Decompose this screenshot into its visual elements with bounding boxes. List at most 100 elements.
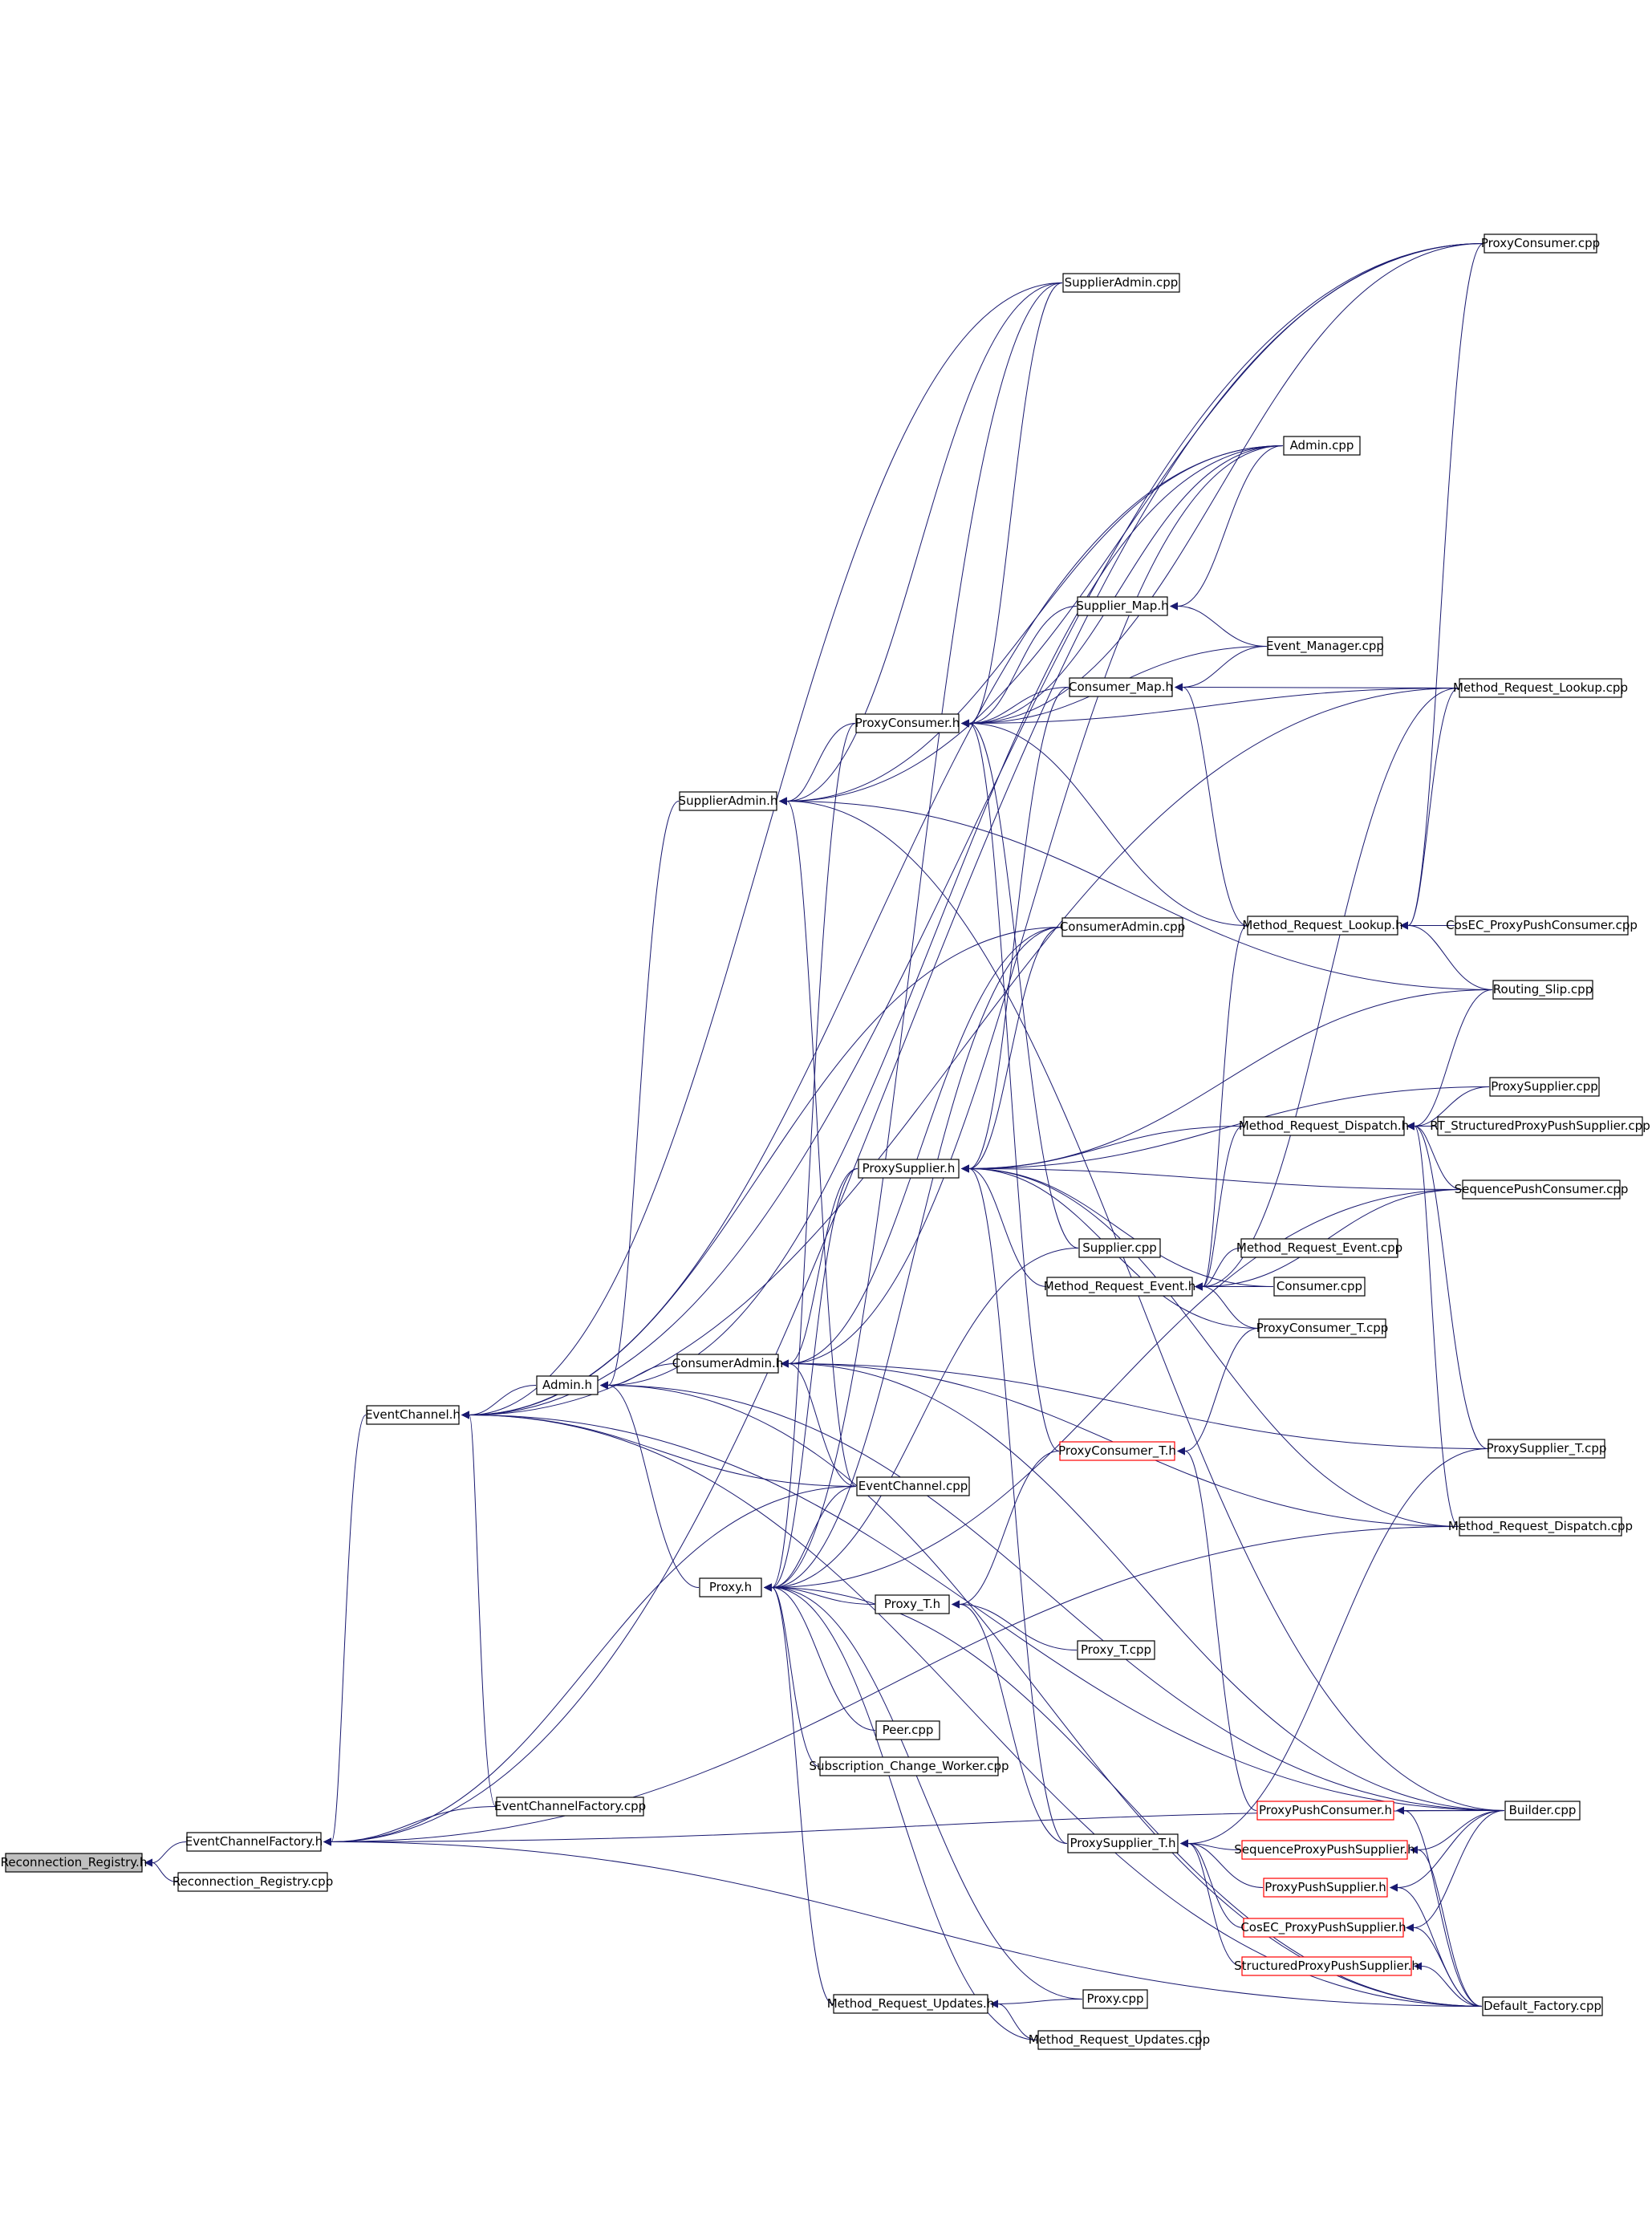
node-peer-cpp[interactable]: Peer.cpp [875,1720,940,1740]
node-method-request-updates-cpp[interactable]: Method_Request_Updates.cpp [1029,2030,1210,2050]
node-label: ProxySupplier_T.h [1070,1836,1175,1851]
node-proxyconsumer-cpp[interactable]: ProxyConsumer.cpp [1481,233,1600,254]
file-nodes: Reconnection_Registry.h EventChannelFacto… [1,233,1650,2050]
node-consumer-map-h[interactable]: Consumer_Map.h [1069,677,1173,697]
node-box [1241,1956,1412,1976]
edge-admin_cpp-includes-supplieradmin_h [779,445,1284,806]
node-event-manager-cpp[interactable]: Event_Manager.cpp [1266,636,1384,656]
node-admin-cpp[interactable]: Admin.cpp [1283,436,1361,456]
edge-method_request_dispatch_cpp-includes-method_request_dispatch_h [1406,1122,1459,1527]
node-rt-structuredproxypushsupplier-cpp[interactable]: RT_StructuredProxyPushSupplier.cpp [1430,1116,1650,1136]
node-consumeradmin-h[interactable]: ConsumerAdmin.h [672,1354,784,1374]
node-sequencepushconsumer-cpp[interactable]: SequencePushConsumer.cpp [1455,1179,1629,1200]
node-proxysupplier-cpp[interactable]: ProxySupplier.cpp [1489,1077,1600,1097]
node-eventchannel-h[interactable]: EventChannel.h [365,1405,461,1425]
node-label: Method_Request_Event.h [1044,1279,1195,1294]
node-label: ProxyConsumer.cpp [1481,236,1600,250]
edge-sequencepushconsumer_cpp-includes-method_request_event_h [1195,1189,1463,1291]
edge-method_request_lookup_h-includes-method_request_event_h [1195,925,1248,1291]
node-label: Admin.h [542,1378,592,1392]
edge-consumer_map_h-includes-proxyconsumer_h [961,687,1070,728]
node-label: Method_Request_Updates.h [827,1996,995,2012]
node-label: ProxyPushSupplier.h [1264,1880,1386,1894]
node-consumeradmin-cpp[interactable]: ConsumerAdmin.cpp [1060,917,1185,937]
node-method-request-lookup-h[interactable]: Method_Request_Lookup.h [1242,916,1403,936]
node-reconnection-registry-h[interactable]: Reconnection_Registry.h [1,1853,148,1873]
node-proxy-t-h[interactable]: Proxy_T.h [875,1594,950,1614]
node-box [1455,916,1629,936]
node-proxy-t-cpp[interactable]: Proxy_T.cpp [1077,1640,1155,1660]
node-label: Default_Factory.cpp [1484,1999,1601,2014]
node-consumer-cpp[interactable]: Consumer.cpp [1273,1277,1366,1297]
edge-eventchannelfactory_cpp-includes-eventchannelfactory_h [323,1806,497,1846]
node-eventchannelfactory-cpp[interactable]: EventChannelFactory.cpp [494,1797,646,1817]
node-proxyconsumer-t-h[interactable]: ProxyConsumer_T.h [1058,1441,1176,1461]
edge-method_request_dispatch_cpp-includes-proxysupplier_h [961,1164,1459,1527]
edge-eventchannelfactory_cpp-includes-eventchannel_h [461,1411,497,1807]
node-label: ConsumerAdmin.h [672,1356,784,1370]
edge-proxysupplier_h-includes-proxy_h [764,1168,858,1592]
node-proxysupplier-h[interactable]: ProxySupplier.h [858,1159,960,1179]
node-label: Builder.cpp [1509,1803,1577,1817]
node-proxyconsumer-h[interactable]: ProxyConsumer.h [855,713,960,733]
node-supplier-map-h[interactable]: Supplier_Map.h [1076,596,1169,616]
node-method-request-dispatch-h[interactable]: Method_Request_Dispatch.h [1239,1116,1409,1136]
node-box [1046,1277,1193,1297]
edge-proxysupplier_cpp-includes-proxysupplier_h [961,1086,1490,1173]
node-method-request-updates-h[interactable]: Method_Request_Updates.h [827,1994,995,2014]
node-label: CosEC_ProxyPushSupplier.h [1240,1920,1406,1935]
edge-proxyconsumer_t_h-includes-proxy_t_h [952,1451,1060,1609]
node-proxysupplier-t-cpp[interactable]: ProxySupplier_T.cpp [1487,1439,1607,1459]
node-builder-cpp[interactable]: Builder.cpp [1504,1801,1581,1821]
node-reconnection-registry-cpp[interactable]: Reconnection_Registry.cpp [173,1872,333,1892]
node-proxy-cpp[interactable]: Proxy.cpp [1082,1989,1148,2009]
edge-consumeradmin_cpp-includes-proxy_h [764,927,1062,1592]
node-box [536,1375,599,1395]
node-routing-slip-cpp[interactable]: Routing_Slip.cpp [1492,980,1593,1000]
node-supplieradmin-h[interactable]: SupplierAdmin.h [679,791,778,811]
node-box [177,1872,328,1892]
edge-method_request_updates_h-includes-proxy_h [764,1583,834,2004]
node-label: Method_Request_Dispatch.cpp [1448,1519,1633,1534]
node-box [1459,678,1622,698]
node-subscription-change-worker-cpp[interactable]: Subscription_Change_Worker.cpp [809,1756,1009,1776]
node-proxy-h[interactable]: Proxy.h [699,1577,762,1598]
node-default-factory-cpp[interactable]: Default_Factory.cpp [1482,1996,1603,2016]
node-label: EventChannel.cpp [858,1479,968,1493]
node-box [1247,916,1398,936]
node-box [1241,1840,1408,1860]
node-label: SupplierAdmin.h [679,794,778,808]
edge-structuredproxypushsupplier_h-includes-proxysupplier_t_h [1180,1839,1242,1967]
edge-admin_cpp-includes-proxyconsumer_h [961,445,1284,728]
edge-supplier_map_h-includes-proxyconsumer_h [961,606,1078,728]
node-sequenceproxypushsupplier-h[interactable]: SequenceProxyPushSupplier.h [1234,1840,1415,1860]
dependency-edges [144,243,1505,2040]
node-proxysupplier-t-h[interactable]: ProxySupplier_T.h [1067,1833,1179,1853]
node-box [1078,1238,1161,1258]
node-method-request-lookup-cpp[interactable]: Method_Request_Lookup.cpp [1453,678,1628,698]
node-box [1243,1116,1405,1136]
node-supplieradmin-cpp[interactable]: SupplierAdmin.cpp [1062,273,1180,293]
edge-reconnection_registry_cpp-includes-reconnection_registry_h [144,1858,178,1882]
node-box [1082,1989,1148,2009]
edge-method_request_lookup_cpp-includes-method_request_event_h [1195,688,1459,1291]
node-proxypushsupplier-h[interactable]: ProxyPushSupplier.h [1263,1878,1388,1898]
node-box [1492,980,1593,1000]
node-supplier-cpp[interactable]: Supplier.cpp [1078,1238,1161,1258]
edge-default_factory_cpp-includes-eventchannel_h [461,1411,1483,2007]
node-proxyconsumer-t-cpp[interactable]: ProxyConsumer_T.cpp [1256,1318,1389,1338]
edge-method_request_lookup_cpp-includes-proxyconsumer_h [961,688,1459,728]
node-method-request-dispatch-cpp[interactable]: Method_Request_Dispatch.cpp [1448,1516,1633,1537]
node-admin-h[interactable]: Admin.h [536,1375,599,1395]
node-eventchannelfactory-h[interactable]: EventChannelFactory.h [185,1832,323,1852]
node-proxypushconsumer-h[interactable]: ProxyPushConsumer.h [1256,1801,1394,1821]
node-method-request-event-h[interactable]: Method_Request_Event.h [1044,1277,1195,1297]
node-structuredproxypushsupplier-h[interactable]: StructuredProxyPushSupplier.h [1234,1956,1419,1976]
node-cosec-proxypushconsumer-cpp[interactable]: CosEC_ProxyPushConsumer.cpp [1446,916,1638,936]
node-box [1437,1116,1643,1136]
node-method-request-event-cpp[interactable]: Method_Request_Event.cpp [1236,1238,1402,1258]
edge-admin_h-includes-eventchannel_h [461,1385,537,1419]
node-eventchannel-cpp[interactable]: EventChannel.cpp [856,1476,970,1496]
edge-consumeradmin_cpp-includes-consumeradmin_h [781,927,1062,1368]
node-cosec-proxypushsupplier-h[interactable]: CosEC_ProxyPushSupplier.h [1240,1918,1406,1938]
